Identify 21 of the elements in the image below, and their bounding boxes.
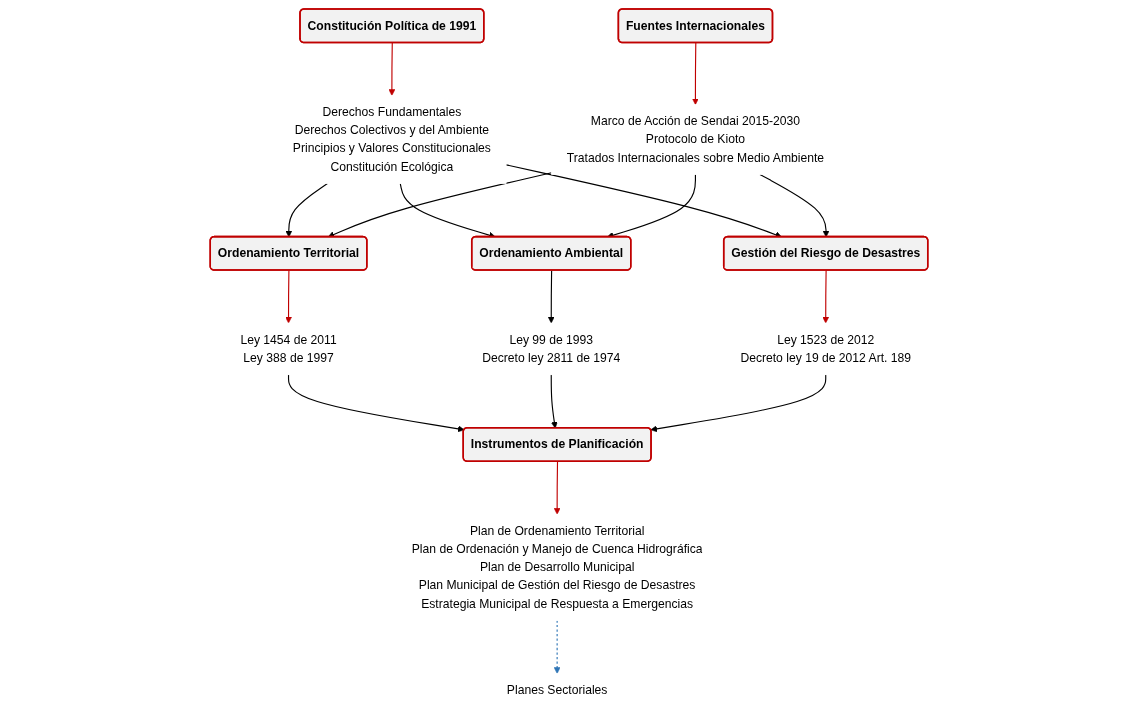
arrow — [553, 619, 561, 674]
arrow — [692, 42, 699, 105]
node-text: Ley 1454 de 2011 Ley 388 de 1997 — [240, 332, 337, 365]
node-text: Ley 1523 de 2012 Decreto ley 19 de 2012 Art. 189 — [740, 332, 912, 365]
node-text: Marco de Acción de Sendai 2015-2030 Protocolo de Kioto Tratados Internacionales sobre Medio Ambiente — [566, 114, 825, 164]
node-text: Derechos Fundamentales Derechos Colectivos y del Ambiente Principios y Valores Constitucionales Constitución Ecológica — [292, 105, 491, 173]
arrow — [327, 172, 553, 238]
arrow — [759, 173, 830, 238]
arrow — [388, 42, 396, 96]
arrow — [505, 164, 782, 238]
arrow — [650, 374, 827, 433]
node-text: Planes Sectoriales — [506, 683, 608, 697]
arrow — [285, 269, 292, 324]
arrow — [553, 460, 561, 515]
arrow — [547, 269, 555, 324]
node-text: Ley 99 de 1993 Decreto ley 2811 de 1974 — [482, 332, 621, 365]
node-text: Plan de Ordenamiento Territorial Plan de Ordenación y Manejo de Cuenca Hidrográfica Plan de Desarrollo Municipal Plan Municipal de Gestión del Riesgo de Desastres Estrategia Municipal de Respuesta a Emergencias — [411, 524, 703, 610]
arrow — [287, 374, 465, 433]
arrow — [550, 374, 558, 429]
arrow — [822, 269, 830, 324]
arrow — [285, 182, 328, 238]
